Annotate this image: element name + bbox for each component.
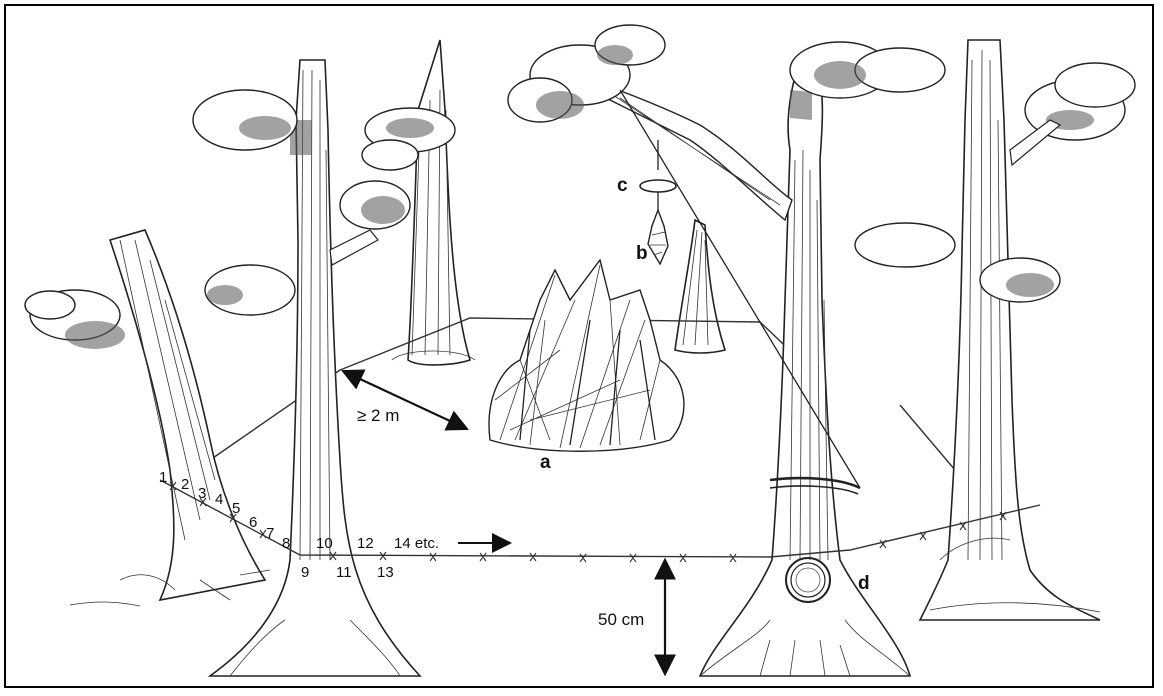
label-a: a (540, 452, 551, 473)
label-b: b (636, 243, 648, 264)
number-1: 1 (159, 469, 167, 486)
number-12: 12 (357, 535, 374, 552)
back-left-tree (340, 40, 475, 365)
label-c: c (617, 175, 628, 196)
number-7: 7 (266, 525, 274, 542)
distance-label: ≥ 2 m (357, 406, 399, 425)
brush-pile (489, 260, 684, 451)
number-3: 3 (198, 485, 206, 502)
number-4: 4 (215, 491, 223, 508)
right-tree (855, 40, 1135, 620)
back-center-tree (675, 220, 725, 353)
label-d: d (858, 573, 870, 594)
number-9: 9 (301, 564, 309, 581)
number-2: 2 (181, 476, 189, 493)
number-13: 13 (377, 564, 394, 581)
number-5: 5 (232, 500, 240, 517)
number-10: 10 (316, 535, 333, 552)
number-11: 11 (336, 564, 352, 581)
number-8: 8 (282, 535, 290, 552)
height-label: 50 cm (598, 610, 644, 629)
number-14-etc: 14 etc. (394, 535, 439, 552)
number-6: 6 (249, 514, 257, 531)
